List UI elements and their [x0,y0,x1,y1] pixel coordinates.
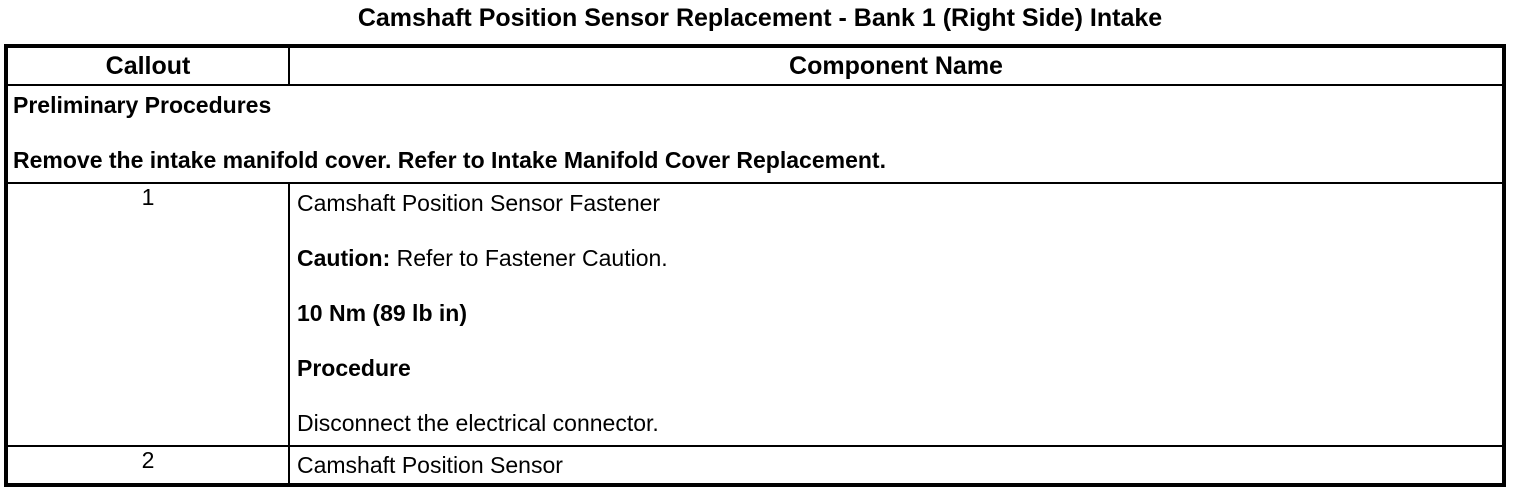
page-title: Camshaft Position Sensor Replacement - B… [357,4,1163,32]
preliminary-procedures-row: Preliminary Procedures Remove the intake… [5,84,1505,184]
callout-number: 1 [5,182,290,447]
component-name-text: Camshaft Position Sensor [297,451,563,478]
table-row-callout-1: 1 Camshaft Position Sensor Fastener Caut… [5,182,1505,447]
callout-number: 2 [5,445,290,486]
component-cell: Camshaft Position Sensor [288,445,1505,486]
caution-note: Caution: Refer to Fastener Caution. [297,245,1496,272]
table-row-callout-2: 2 Camshaft Position Sensor [5,445,1505,486]
column-header-component-name: Component Name [288,45,1505,86]
caution-label: Caution: [297,245,391,271]
component-name-text: Camshaft Position Sensor Fastener [297,190,661,216]
preliminary-procedures-heading: Preliminary Procedures [13,92,272,118]
table-header-row: Callout Component Name [5,45,1505,86]
caution-text: Refer to Fastener Caution. [396,245,668,271]
column-header-callout: Callout [5,45,290,86]
preliminary-procedures-cell: Preliminary Procedures Remove the intake… [5,84,1505,184]
component-cell: Camshaft Position Sensor Fastener Cautio… [288,182,1505,447]
torque-spec: 10 Nm (89 lb in) [297,300,467,326]
preliminary-procedures-instruction: Remove the intake manifold cover. Refer … [13,147,886,173]
component-callout-table: Callout Component Name Preliminary Proce… [4,44,1506,487]
procedure-step: Disconnect the electrical connector. [297,410,659,436]
procedure-label: Procedure [297,355,411,381]
